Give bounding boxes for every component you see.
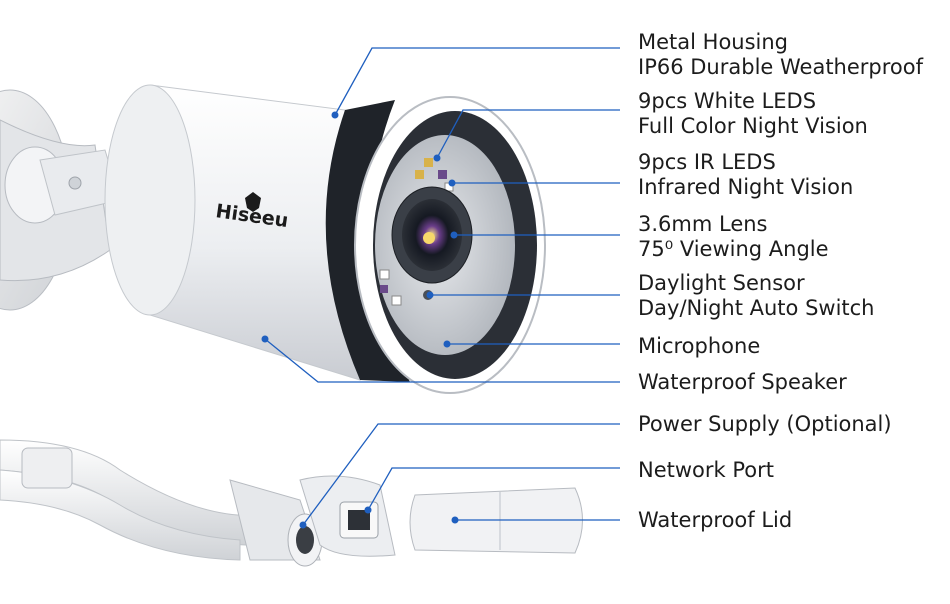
camera-body xyxy=(104,84,546,394)
leader-line-network xyxy=(367,467,620,511)
leader-dot-white-leds xyxy=(433,154,441,162)
leader-line-speaker xyxy=(264,338,620,383)
callout-lid-title: Waterproof Lid xyxy=(638,508,793,532)
leader-dot-daylight-sensor xyxy=(426,291,434,299)
leader-dots xyxy=(261,111,459,529)
leader-line-white-leds xyxy=(436,109,620,159)
callout-housing: Metal Housing IP66 Durable Weatherproof xyxy=(638,30,923,80)
callout-ir-leds-title: 9pcs IR LEDS xyxy=(638,150,776,174)
leader-lines xyxy=(264,47,620,526)
callout-white-leds-title: 9pcs White LEDS xyxy=(638,89,817,113)
leader-line-power xyxy=(302,423,620,526)
cable-assembly xyxy=(0,439,583,567)
leader-dot-network xyxy=(364,506,372,514)
callout-microphone: Microphone xyxy=(638,334,760,359)
leader-dot-speaker xyxy=(261,335,269,343)
callout-power-title: Power Supply (Optional) xyxy=(638,412,892,436)
callout-network: Network Port xyxy=(638,458,774,483)
callout-lens-title: 3.6mm Lens xyxy=(638,212,768,236)
callout-speaker: Waterproof Speaker xyxy=(638,370,847,395)
callout-daylight-sensor-subtitle: Day/Night Auto Switch xyxy=(638,296,875,320)
callout-microphone-title: Microphone xyxy=(638,334,761,358)
callout-ir-leds-subtitle: Infrared Night Vision xyxy=(638,175,854,199)
callout-network-title: Network Port xyxy=(638,458,774,482)
leader-line-housing xyxy=(334,47,620,116)
callout-lens: 3.6mm Lens 75⁰ Viewing Angle xyxy=(638,212,829,262)
callout-housing-title: Metal Housing xyxy=(638,30,789,54)
leader-dot-microphone xyxy=(443,340,451,348)
callout-lid: Waterproof Lid xyxy=(638,508,792,533)
callout-ir-leds: 9pcs IR LEDS Infrared Night Vision xyxy=(638,150,853,200)
leader-dot-power xyxy=(299,521,307,529)
callout-daylight-sensor: Daylight Sensor Day/Night Auto Switch xyxy=(638,271,875,321)
leader-dot-housing xyxy=(331,111,339,119)
led-array xyxy=(379,158,454,306)
callout-speaker-title: Waterproof Speaker xyxy=(638,370,847,394)
callout-daylight-sensor-title: Daylight Sensor xyxy=(638,271,805,295)
wall-mount xyxy=(0,89,121,311)
callout-lens-subtitle: 75⁰ Viewing Angle xyxy=(638,237,829,261)
callout-white-leds-subtitle: Full Color Night Vision xyxy=(638,114,868,138)
leader-dot-lid xyxy=(451,516,459,524)
callout-power: Power Supply (Optional) xyxy=(638,412,892,437)
leader-dot-ir-leds xyxy=(448,179,456,187)
callout-housing-subtitle: IP66 Durable Weatherproof xyxy=(638,55,924,79)
callout-white-leds: 9pcs White LEDS Full Color Night Vision xyxy=(638,89,868,139)
leader-dot-lens xyxy=(450,231,458,239)
